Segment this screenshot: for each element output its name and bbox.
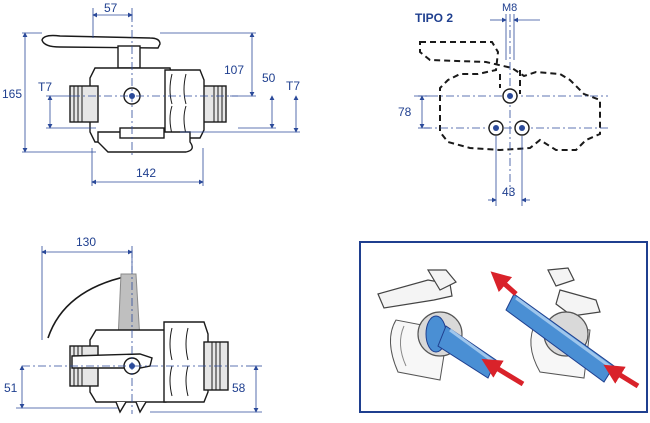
- bottom-left-valve-view: 130 51 58: [4, 235, 262, 414]
- bolt-left-icon: [488, 120, 504, 136]
- dim-58: 58: [232, 381, 246, 395]
- flow-arrow-out-icon: [490, 271, 518, 296]
- tipo2-dashed-outline: [419, 41, 601, 152]
- dim-130: 130: [76, 235, 96, 249]
- dim-142: 142: [136, 166, 156, 180]
- valve-handle: [41, 34, 161, 49]
- dim-t7-right: T7: [286, 79, 300, 93]
- top-right-tipo2-view: TIPO 2 M8 78: [398, 2, 608, 206]
- dim-107: 107: [224, 63, 244, 77]
- dim-t7-left: T7: [38, 80, 52, 94]
- dim-50: 50: [262, 71, 276, 85]
- flow-illustration-panel: [359, 241, 648, 413]
- dim-165: 165: [2, 87, 22, 101]
- dim-78: 78: [398, 105, 412, 119]
- dim-43: 43: [502, 185, 516, 199]
- flow-arrow-in-right-icon: [603, 364, 640, 389]
- dim-m8: M8: [502, 2, 517, 14]
- dim-57: 57: [104, 1, 118, 15]
- tipo-title: TIPO 2: [415, 11, 453, 25]
- flow-arrow-in-left-icon: [481, 358, 525, 387]
- left-union: [69, 85, 99, 123]
- left-valve-illustration: [377, 269, 525, 387]
- bolt-right-icon: [514, 120, 530, 136]
- right-valve-illustration: [490, 267, 640, 389]
- bolt-top-icon: [502, 88, 518, 104]
- top-left-valve-view: 57 165 T7 107 50 T7 142: [2, 1, 300, 186]
- dim-51: 51: [4, 381, 18, 395]
- handle-stem: [117, 45, 141, 69]
- handle-swing-arc: [47, 275, 129, 339]
